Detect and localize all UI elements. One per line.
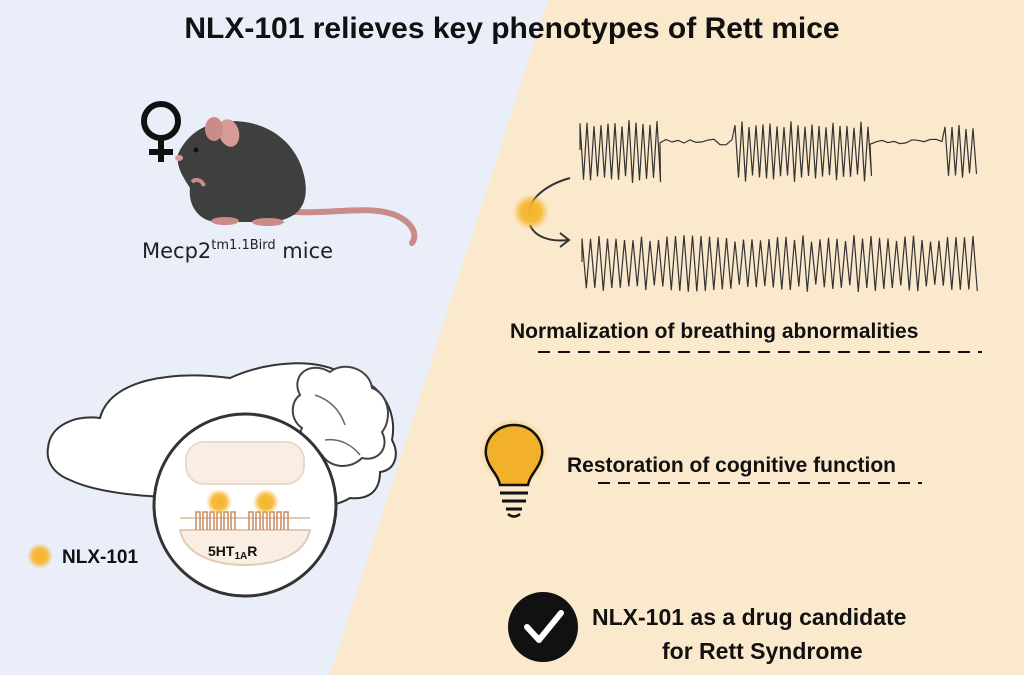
receptor-label: 5HT1AR	[208, 543, 257, 562]
page-title: NLX-101 relieves key phenotypes of Rett …	[184, 12, 840, 45]
breathing-trace-abnormal	[579, 120, 978, 184]
mouse-strain-gene: Mecp2	[142, 239, 212, 263]
nlx-101-dot-icon	[513, 194, 549, 230]
receptor-name: 5HT	[208, 543, 235, 559]
conclusion-line-1: NLX-101 as a drug candidate	[592, 604, 907, 630]
female-symbol-icon	[141, 101, 181, 162]
breathing-trace-normal	[581, 235, 978, 292]
receptor-suffix: R	[247, 543, 258, 559]
mouse-strain-label: Mecp2tm1.1Bird mice	[142, 238, 333, 263]
nlx-101-bound-right-icon	[253, 489, 279, 515]
mouse-strain-suffix: mice	[275, 239, 334, 263]
cognitive-outcome-label: Restoration of cognitive function	[567, 454, 896, 477]
synapse-zoom-circle	[152, 412, 338, 598]
lightbulb-icon	[479, 420, 549, 518]
checkmark-icon	[508, 592, 578, 662]
legend-nlx-101-dot-icon	[27, 543, 53, 569]
nlx-101-bound-left-icon	[206, 489, 232, 515]
mouse-icon	[175, 117, 418, 246]
legend-label: NLX-101	[62, 547, 139, 568]
mouse-strain-allele: tm1.1Bird	[211, 238, 276, 253]
conclusion-line-2: for Rett Syndrome	[662, 638, 863, 664]
receptor-subtype: 1A	[234, 551, 248, 562]
breathing-outcome-label: Normalization of breathing abnormalities	[510, 320, 919, 343]
